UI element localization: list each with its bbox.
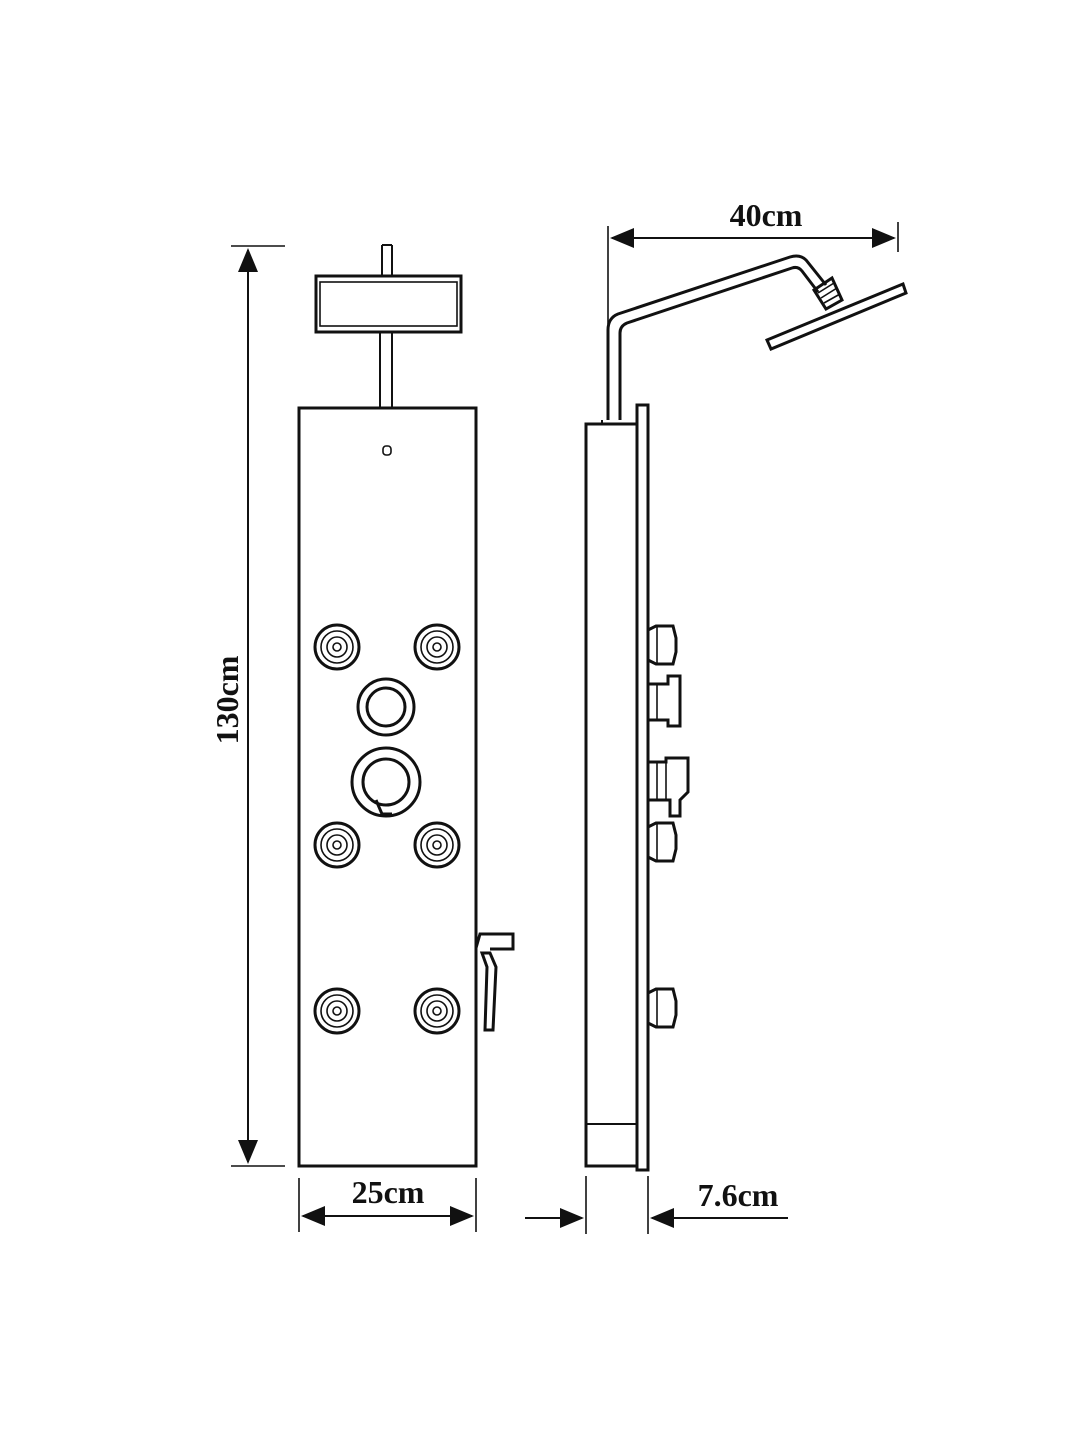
- front-spout: [474, 932, 515, 1032]
- front-body-jet: [413, 987, 461, 1035]
- side-shower-head: [765, 282, 908, 351]
- front-diverter-knob: [356, 677, 416, 737]
- front-body-jet: [413, 821, 461, 869]
- front-body-jet: [313, 623, 361, 671]
- side-body-jet: [647, 624, 678, 666]
- width-dimension-label: 25cm: [352, 1174, 425, 1210]
- front-body-jet: [413, 623, 461, 671]
- arm-dimension-label: 40cm: [730, 197, 803, 233]
- front-view: 130cm 25cm: [209, 244, 515, 1232]
- side-body-jet: [647, 821, 678, 863]
- side-view: 40cm 7.6cm: [525, 197, 908, 1234]
- front-body-jet: [313, 821, 361, 869]
- front-temperature-knob: [350, 746, 422, 818]
- side-body-jet: [647, 987, 678, 1029]
- side-panel-body: [584, 422, 639, 1168]
- side-diverter-knob: [648, 674, 682, 728]
- side-shower-arm: [606, 254, 828, 420]
- front-indicator: [382, 445, 392, 456]
- depth-dimension-label: 7.6cm: [698, 1177, 779, 1213]
- side-temperature-knob: [648, 756, 690, 818]
- side-arm-fitting: [811, 275, 844, 312]
- front-shower-head: [314, 274, 463, 334]
- front-panel: [297, 406, 478, 1168]
- height-dimension-label: 130cm: [209, 655, 245, 744]
- front-body-jet: [313, 987, 361, 1035]
- side-glass-plate: [635, 403, 650, 1172]
